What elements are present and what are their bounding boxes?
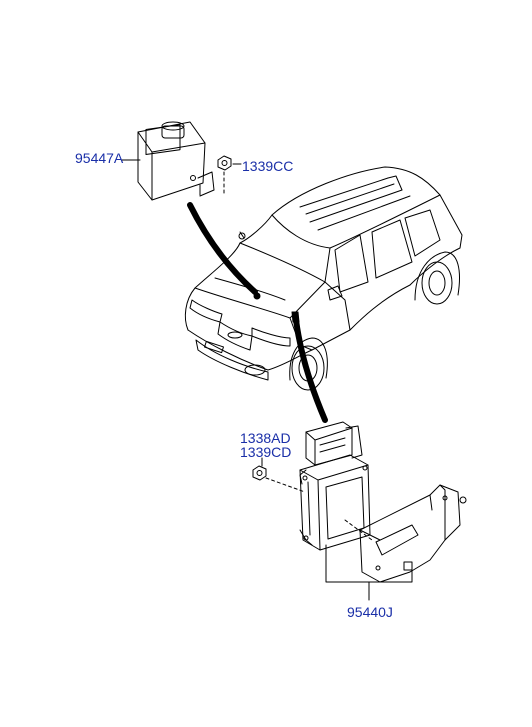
ecu-95440j-illustration	[299, 421, 371, 551]
module-95447a-illustration	[137, 121, 215, 201]
dash-1339cd	[265, 477, 306, 493]
part-label-1339cc[interactable]: 1339CC	[242, 158, 294, 174]
part-label-95447a[interactable]: 95447A	[75, 150, 124, 166]
part-label-95440j[interactable]: 95440J	[347, 604, 393, 620]
nut-1339cc-illustration	[217, 155, 232, 171]
pointer-arrow-upper	[187, 202, 258, 295]
nut-1339cd-illustration	[252, 465, 267, 481]
dash-bracket	[344, 519, 373, 541]
part-label-1338ad[interactable]: 1338AD	[240, 430, 291, 446]
bracket-illustration	[359, 484, 467, 583]
pointer-arrow-lower	[293, 317, 328, 423]
car-illustration	[184, 166, 463, 391]
part-label-1339cd[interactable]: 1339CD	[240, 444, 292, 460]
